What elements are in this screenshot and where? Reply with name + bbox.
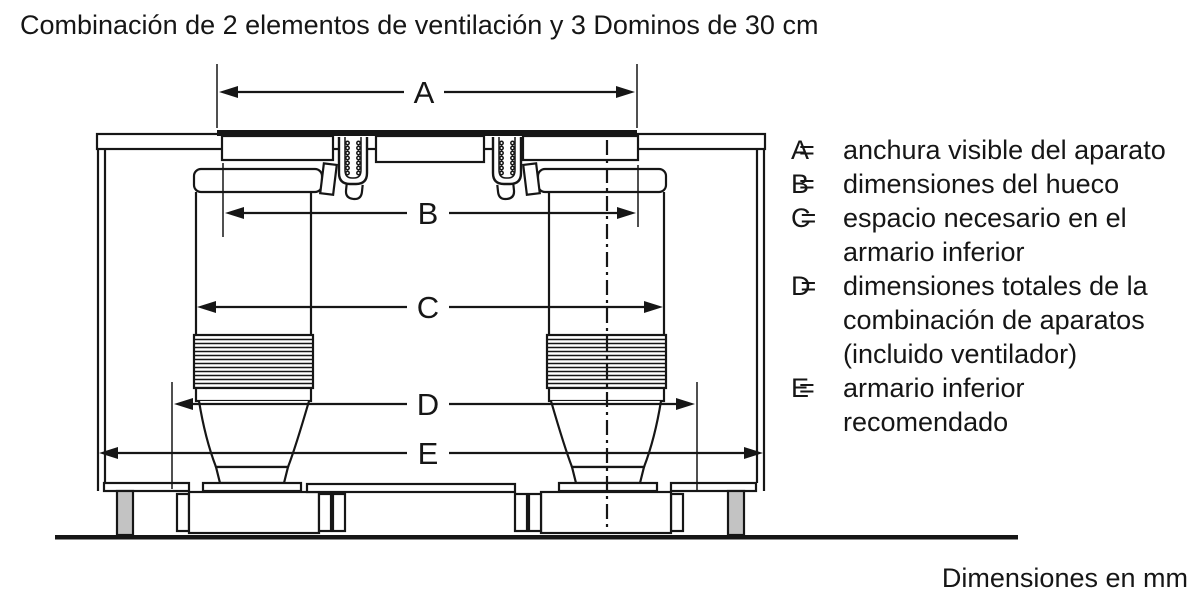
dimension-d: D xyxy=(171,382,698,492)
legend-item: D= dimensiones totales de la combinación d… xyxy=(791,269,1195,371)
extension-lines xyxy=(216,64,638,128)
arrowhead-left xyxy=(197,301,216,313)
legend-text: (incluido ventilador) xyxy=(843,339,1078,369)
plinth-foot-left xyxy=(115,489,135,537)
legend-item: A= anchura visible del aparato xyxy=(791,133,1195,167)
legend-equals: = xyxy=(799,373,815,403)
ground-line xyxy=(55,535,1018,540)
arrowhead-right xyxy=(744,447,763,459)
extension-lines xyxy=(171,382,698,492)
dimension-a: A xyxy=(216,64,638,128)
legend-text: combinación de aparatos xyxy=(843,305,1145,335)
domino-body-left xyxy=(220,134,335,162)
plinth-foot-right xyxy=(726,489,746,537)
page-title: Combinación de 2 elementos de ventilació… xyxy=(20,10,819,40)
legend-text: anchura visible del aparato xyxy=(843,135,1166,165)
legend-text: recomendado xyxy=(843,407,1009,437)
legend-text: armario inferior xyxy=(843,373,1025,403)
legend-letter: C xyxy=(791,203,811,233)
arrowhead-left xyxy=(225,207,244,219)
arrowhead-left xyxy=(99,447,118,459)
domino-bodies xyxy=(220,134,640,164)
vent-column-left xyxy=(175,135,369,535)
legend-equals: = xyxy=(799,135,815,165)
domino-body-right xyxy=(521,134,640,162)
dim-label-d: D xyxy=(417,387,439,422)
arrowhead-right xyxy=(617,207,636,219)
extension-lines xyxy=(222,163,639,237)
cooktop-surface xyxy=(217,130,637,136)
arrowhead-right xyxy=(616,86,635,98)
legend-letter: E xyxy=(791,373,810,403)
dim-label-a: A xyxy=(414,75,435,110)
vent-column-right xyxy=(491,135,685,535)
plinth-platform xyxy=(305,482,517,494)
legend-equals: = xyxy=(799,169,815,199)
dimension-b: B xyxy=(222,163,639,237)
cabinet-bottom-left xyxy=(102,481,191,493)
legend-item: B= dimensiones del hueco xyxy=(791,167,1195,201)
cabinet-bottom-right xyxy=(669,481,758,493)
dim-label-b: B xyxy=(418,196,439,231)
arrowhead-right xyxy=(644,301,663,313)
legend-text: espacio necesario en el xyxy=(843,203,1127,233)
legend-item: C= espacio necesario en el armario inferio… xyxy=(791,201,1195,269)
domino-body-center xyxy=(374,134,486,164)
units-note: Dimensiones en mm xyxy=(941,563,1188,593)
dim-label-c: C xyxy=(417,290,439,325)
legend-item: E= armario inferior recomendado xyxy=(791,371,1195,439)
legend-equals: = xyxy=(800,271,817,301)
arrowhead-left xyxy=(219,86,238,98)
cabinet-walls xyxy=(96,149,766,491)
arrowhead-left xyxy=(174,398,193,410)
legend-equals: = xyxy=(800,203,817,233)
dimension-e: E xyxy=(99,436,763,471)
legend-letter: A xyxy=(791,135,810,165)
legend-letter: B xyxy=(791,169,810,199)
dim-label-e: E xyxy=(418,436,439,471)
legend-text: dimensiones totales de la xyxy=(843,271,1148,301)
dimension-c: C xyxy=(197,290,663,325)
legend-text: dimensiones del hueco xyxy=(843,169,1120,199)
legend-letter: D xyxy=(791,271,811,301)
legend-text: armario inferior xyxy=(843,237,1025,267)
arrowhead-right xyxy=(676,398,695,410)
